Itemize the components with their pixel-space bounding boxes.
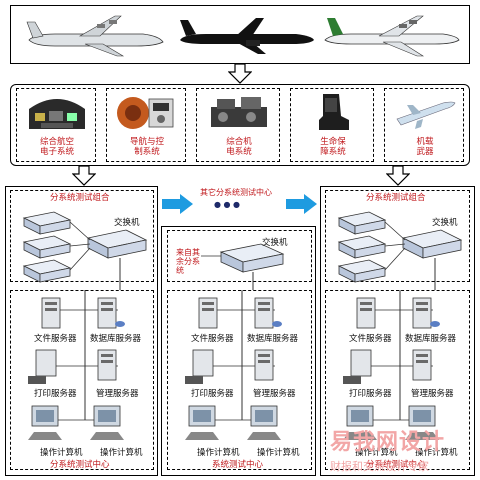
test-center-middle — [161, 226, 316, 476]
ejection-seat-icon — [319, 94, 349, 130]
other-subsystem-centers-label: 其它分系统测试中心 — [200, 188, 272, 197]
test-device-icon — [22, 259, 72, 283]
group-title: 分系统测试组合 — [50, 193, 110, 203]
printer-server-icon — [28, 349, 57, 384]
bomber-aircraft-icon — [180, 18, 314, 54]
servers-middle — [185, 290, 282, 440]
center-footer: 分系统测试中心 — [366, 460, 426, 470]
terminal-label: 操作计算机 — [100, 448, 143, 458]
server-label: 数据库服务器 — [90, 334, 142, 344]
group-title: 分系统测试组合 — [366, 193, 426, 203]
test-device-icon — [337, 211, 387, 235]
terminal-label: 操作计算机 — [40, 448, 83, 458]
server-label: 打印服务器 — [191, 389, 234, 399]
test-device-icon — [22, 211, 72, 235]
navigation-instrument-icon — [117, 97, 174, 129]
server-icon — [254, 297, 282, 329]
continuation-dots: ● ● ● — [214, 200, 241, 209]
server-label: 文件服务器 — [349, 334, 392, 344]
switch-icon — [219, 243, 285, 273]
workstation-icon — [343, 405, 377, 440]
missile-icon — [396, 101, 456, 129]
subsystem-life-support: 生命保障系统 — [290, 88, 374, 162]
server-area-middle — [167, 290, 312, 470]
subsystem-label: 综合机电系统 — [226, 137, 252, 157]
printer-server-icon — [185, 349, 214, 384]
arrow-down-icon — [72, 166, 96, 186]
test-group-left — [10, 190, 154, 282]
incoming-group-middle — [167, 230, 312, 282]
subsystems-panel — [10, 84, 470, 166]
aircraft-panel — [10, 5, 470, 64]
server-area-left — [10, 290, 154, 470]
switch-icon — [401, 229, 463, 259]
subsystem-electromechanical: 综合机电系统 — [196, 88, 280, 162]
server-label: 管理服务器 — [253, 389, 296, 399]
subsystem-label: 生命保障系统 — [320, 137, 346, 157]
network-diagram-left — [22, 211, 148, 290]
terminal-label: 操作计算机 — [197, 448, 240, 458]
workstation-icon — [28, 405, 62, 440]
workstation-icon — [90, 405, 124, 440]
switch-icon — [86, 229, 148, 259]
cockpit-icon — [29, 99, 85, 129]
server-label: 数据库服务器 — [405, 334, 457, 344]
watermark-logo: 易我网设计 — [330, 430, 446, 455]
subsystem-label: 综合航空电子系统 — [39, 137, 74, 157]
terminal-label: 操作计算机 — [415, 448, 458, 458]
transport-aircraft-icon — [26, 15, 164, 57]
test-device-icon — [337, 235, 387, 259]
server-label: 管理服务器 — [96, 389, 139, 399]
watermark-tagline: 财报和交流设计专家 — [330, 460, 429, 473]
server-icon — [254, 349, 274, 381]
subsystem-navigation: 导航与控制系统 — [106, 88, 186, 162]
server-icon — [412, 349, 432, 381]
electromechanical-icon — [211, 97, 267, 127]
server-icon — [356, 297, 376, 329]
workstation-icon — [185, 405, 219, 440]
server-label: 文件服务器 — [191, 334, 234, 344]
switch-label: 交换机 — [114, 218, 140, 228]
server-label: 数据库服务器 — [247, 334, 299, 344]
arrow-down-icon — [228, 64, 252, 84]
server-icon — [41, 297, 61, 329]
servers-left — [28, 290, 125, 440]
server-icon — [412, 297, 440, 329]
server-label: 打印服务器 — [34, 389, 77, 399]
server-label: 打印服务器 — [349, 389, 392, 399]
terminal-label: 操作计算机 — [355, 448, 398, 458]
center-footer: 分系统测试中心 — [50, 460, 110, 470]
server-label: 文件服务器 — [34, 334, 77, 344]
server-icon — [97, 297, 125, 329]
tanker-aircraft-icon — [324, 15, 460, 57]
server-label: 管理服务器 — [411, 389, 454, 399]
server-icon — [97, 349, 117, 381]
test-device-icon — [337, 259, 387, 283]
test-center-left — [5, 186, 158, 476]
printer-server-icon — [343, 349, 372, 384]
arrow-down-icon — [386, 166, 410, 186]
server-area-right — [325, 290, 470, 470]
server-icon — [198, 297, 218, 329]
network-diagram-middle — [201, 243, 285, 290]
test-group-right — [325, 190, 470, 282]
test-device-icon — [22, 235, 72, 259]
terminal-label: 操作计算机 — [257, 448, 300, 458]
blue-arrow-icon — [162, 194, 193, 214]
switch-label: 交换机 — [262, 238, 288, 248]
servers-right — [343, 290, 440, 440]
network-diagram-right — [337, 211, 463, 290]
subsystem-label: 机载武器 — [416, 137, 434, 157]
subsystem-avionics: 综合航空电子系统 — [16, 88, 96, 162]
incoming-from-other-subsystems: 来自其余分系统 — [176, 248, 200, 275]
workstation-icon — [247, 405, 281, 440]
center-footer: 系统测试中心 — [212, 460, 264, 470]
subsystem-weapons: 机载武器 — [384, 88, 464, 162]
switch-label: 交换机 — [432, 218, 458, 228]
subsystem-label: 导航与控制系统 — [129, 137, 164, 157]
test-center-right — [320, 186, 475, 476]
blue-arrow-icon — [286, 194, 317, 214]
workstation-icon — [405, 405, 439, 440]
